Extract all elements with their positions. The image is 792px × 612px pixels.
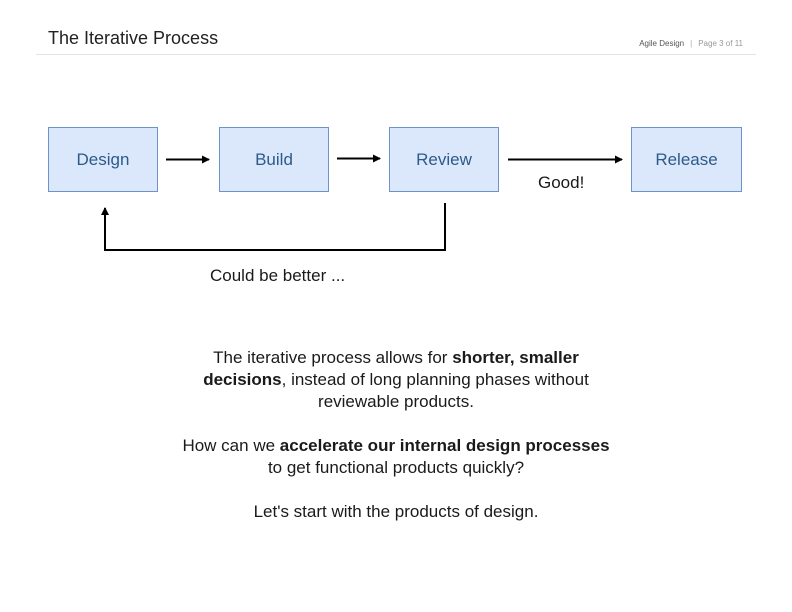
edge-label-good: Good!: [538, 173, 585, 192]
page-indicator: Page 3 of 11: [698, 39, 743, 48]
body-paragraph-1: The iterative process allows for shorter…: [176, 347, 616, 413]
header-meta: Agile Design | Page 3 of 11: [639, 39, 743, 48]
node-release: Release: [631, 127, 742, 192]
node-build: Build: [219, 127, 329, 192]
header-divider: [36, 54, 756, 55]
edge-label-could-be-better: Could be better ...: [210, 266, 346, 285]
p2-text-a: How can we: [182, 436, 280, 455]
node-review: Review: [389, 127, 499, 192]
page-title: The Iterative Process: [48, 28, 219, 48]
edge-review-design-loop: [101, 203, 446, 251]
deck-name: Agile Design: [639, 39, 685, 48]
body-paragraph-2: How can we accelerate our internal desig…: [176, 435, 616, 479]
header-separator: |: [690, 39, 693, 48]
node-design: Design: [48, 127, 158, 192]
p1-text-a: The iterative process allows for: [213, 348, 453, 367]
p1-emphasis: shorter, smaller decisions: [203, 348, 579, 389]
body-paragraph-3: Let's start with the products of design.: [253, 502, 539, 521]
p2-emphasis: accelerate our internal design processes: [279, 436, 610, 455]
p2-text-c: to get functional products quickly?: [267, 458, 525, 477]
p1-text-c: , instead of long planning phases withou…: [281, 370, 589, 411]
